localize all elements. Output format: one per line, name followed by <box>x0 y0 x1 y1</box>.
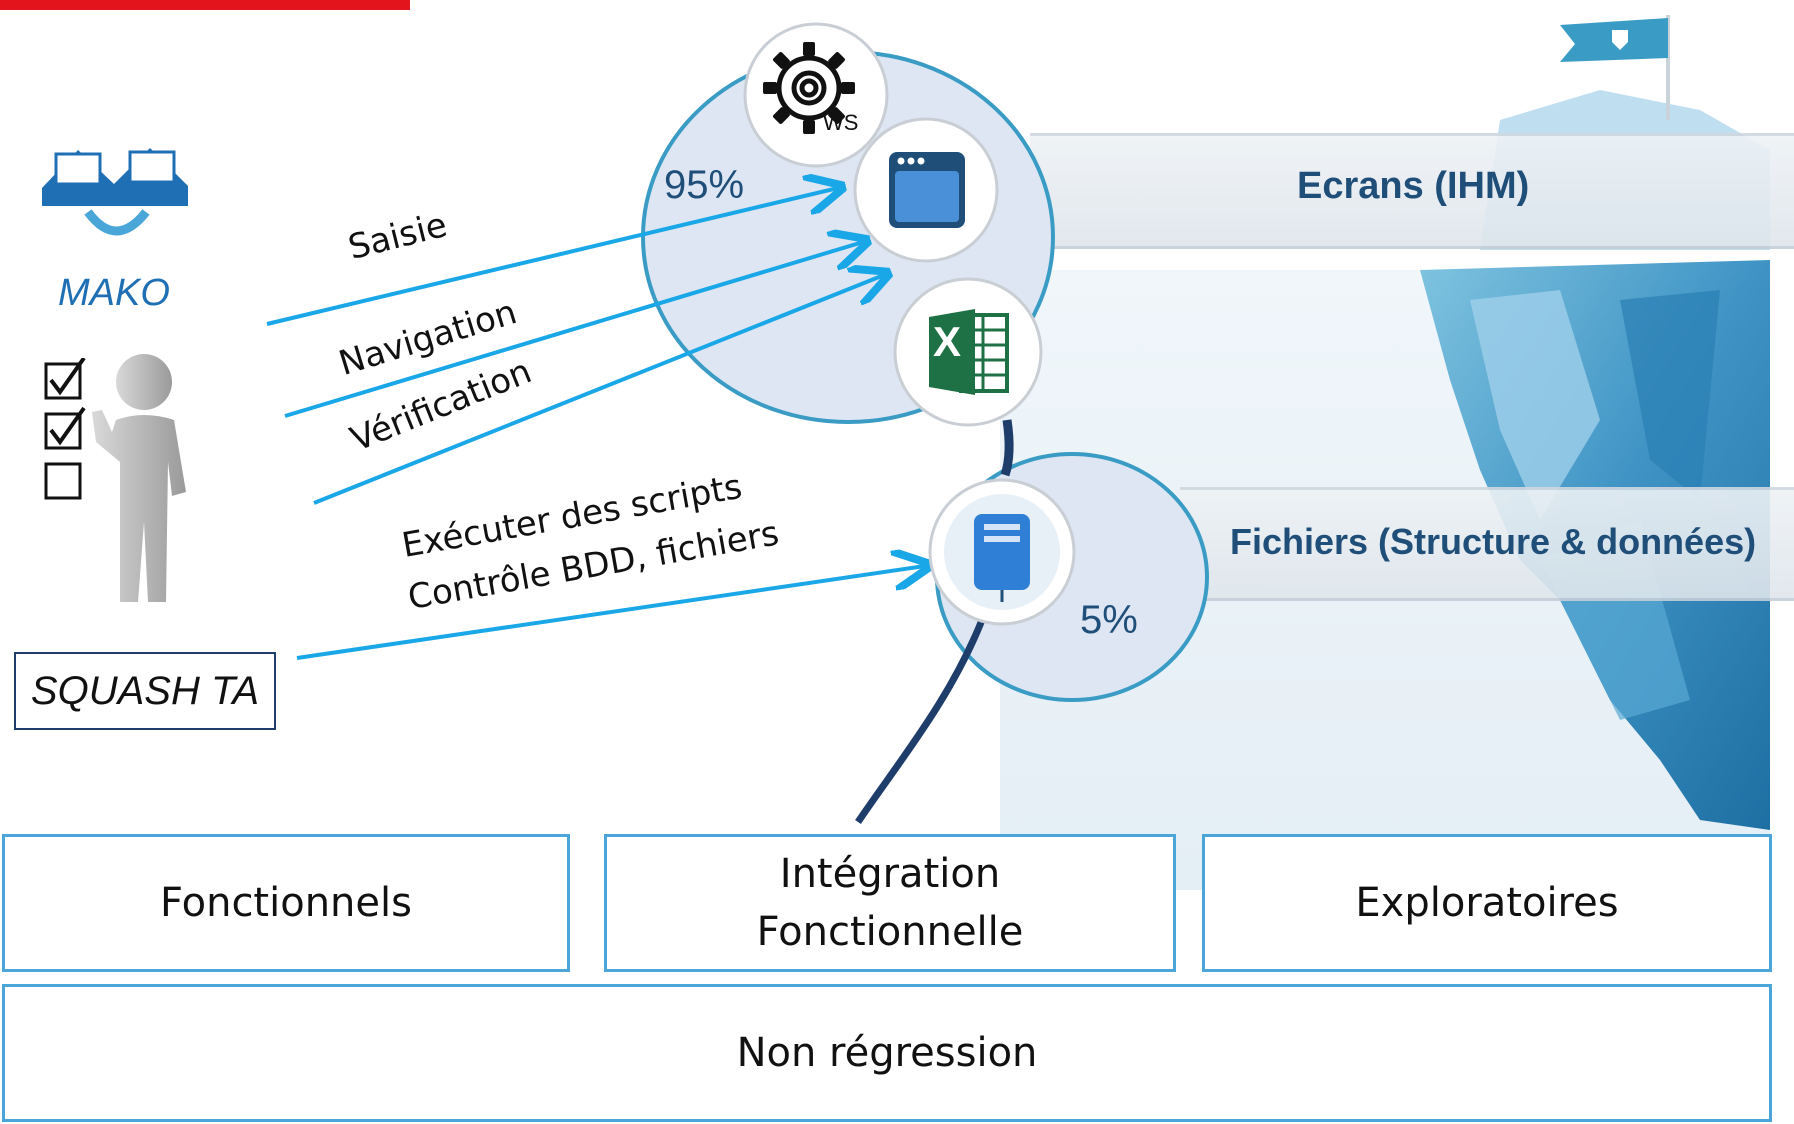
files-layer-label: Fichiers (Structure & données) <box>1230 521 1757 562</box>
arrow-navigation <box>284 242 863 418</box>
gear-icon <box>743 22 889 168</box>
server-icon <box>928 478 1076 626</box>
excel-letter: X <box>933 318 962 365</box>
arrow-saisie <box>266 188 838 326</box>
mako-logo-icon <box>42 148 188 236</box>
screens-layer-band <box>1030 133 1794 249</box>
exploratoires-label: Exploratoires <box>1355 880 1619 926</box>
checklist-icon <box>44 358 86 500</box>
mako-label: MAKO <box>58 272 170 314</box>
flag-icon <box>1560 15 1670 120</box>
fonctionnels-box: Fonctionnels <box>2 834 570 972</box>
arrow-verification <box>313 275 884 505</box>
exploratoires-box: Exploratoires <box>1202 834 1772 972</box>
integration-label-line1: Intégration <box>779 851 1001 897</box>
screens-layer-label: Ecrans (IHM) <box>1297 165 1530 207</box>
arrow-scripts <box>296 566 925 660</box>
bottom-percent: 5% <box>1080 598 1138 642</box>
ws-label: WS <box>823 110 859 135</box>
non-regression-label: Non régression <box>736 1030 1038 1076</box>
fonctionnels-label: Fonctionnels <box>160 880 412 926</box>
person-icon <box>92 354 186 602</box>
app-window-icon <box>853 117 999 263</box>
squash-ta-label: SQUASH TA <box>14 652 276 730</box>
integration-box: Intégration Fonctionnelle <box>604 834 1176 972</box>
top-percent: 95% <box>664 163 745 207</box>
non-regression-box: Non régression <box>2 984 1772 1122</box>
excel-icon <box>893 277 1043 427</box>
integration-label-line2: Fonctionnelle <box>756 909 1024 955</box>
files-layer-band <box>1180 487 1794 601</box>
top-accent-bar <box>0 0 410 10</box>
